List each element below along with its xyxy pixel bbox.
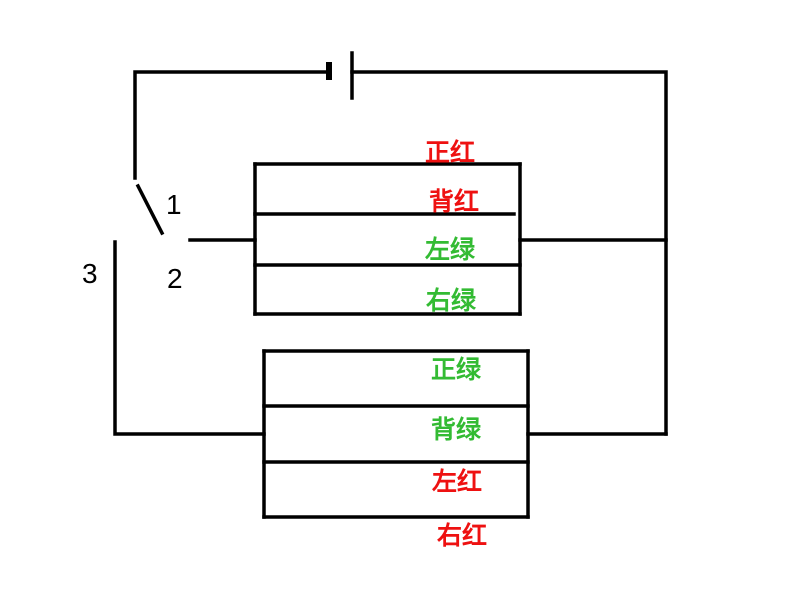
switch-terminal-2: 2 (167, 263, 183, 294)
lamp-label: 左绿 (425, 235, 476, 264)
wire-top-left (133, 70, 329, 180)
lamp-label: 左红 (432, 467, 482, 496)
lamp-label: 背红 (429, 187, 479, 216)
lamp-label: 右红 (437, 521, 487, 550)
wire-top-right (350, 70, 668, 436)
wire-switch-3-to-lower (113, 240, 266, 436)
switch-blade (135, 183, 165, 236)
lamp-label: 正绿 (431, 355, 482, 384)
lamp-label: 右绿 (426, 286, 477, 315)
switch-terminal-3: 3 (82, 258, 98, 289)
lamp-label: 背绿 (431, 415, 482, 444)
switch-terminal-1: 1 (166, 189, 182, 220)
battery-negative-plate (326, 62, 332, 80)
lamp-label: 正红 (425, 138, 475, 167)
